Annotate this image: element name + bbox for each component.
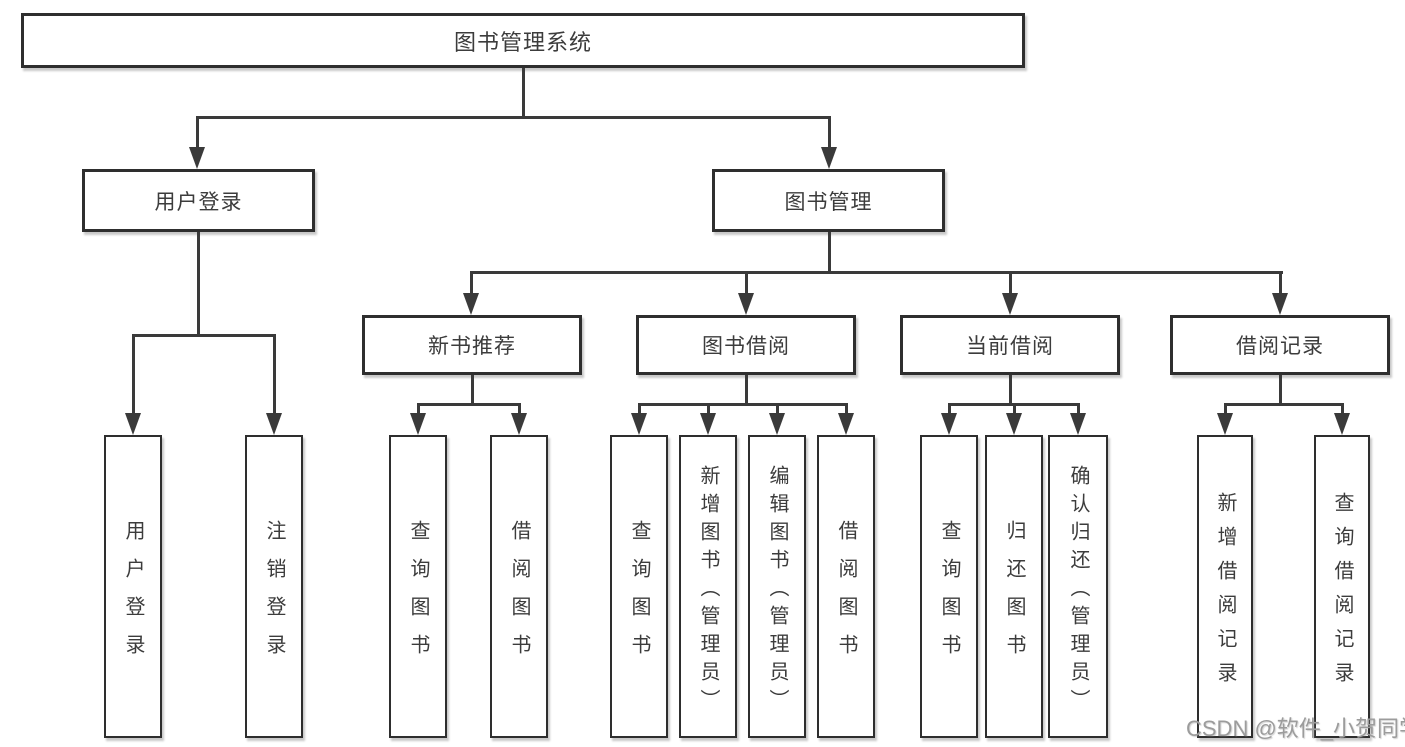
leaf-edit-books-admin: 编辑图书（管理员） bbox=[748, 435, 806, 738]
leaf-add-books-admin: 新增图书（管理员） bbox=[679, 435, 737, 738]
connector-vline bbox=[131, 334, 135, 415]
node-current-borrowing: 当前借阅 bbox=[900, 315, 1120, 375]
arrowhead-icon bbox=[189, 147, 205, 169]
node-label: 图书借阅 bbox=[702, 335, 790, 358]
leaf-label: 查询图书 bbox=[628, 519, 650, 672]
arrowhead-icon bbox=[1070, 413, 1086, 435]
connector-vline bbox=[521, 68, 525, 118]
connector-vline bbox=[706, 403, 710, 415]
connector-vline bbox=[1012, 403, 1016, 415]
arrowhead-icon bbox=[125, 413, 141, 435]
arrowhead-icon bbox=[1002, 293, 1018, 315]
node-label: 借阅记录 bbox=[1236, 335, 1324, 358]
leaf-label: 注销登录 bbox=[263, 519, 285, 672]
connector-vline bbox=[744, 375, 748, 406]
leaf-query-books-current: 查询图书 bbox=[920, 435, 978, 738]
connector-vline bbox=[1278, 271, 1282, 295]
leaf-return-books: 归还图书 bbox=[985, 435, 1043, 738]
leaf-confirm-return-admin: 确认归还（管理员） bbox=[1048, 435, 1108, 738]
arrowhead-icon bbox=[738, 293, 754, 315]
leaf-query-books-recommend: 查询图书 bbox=[389, 435, 447, 738]
connector-vline bbox=[1278, 375, 1282, 406]
arrowhead-icon bbox=[463, 293, 479, 315]
connector-vline bbox=[844, 403, 848, 415]
leaf-label: 查询图书 bbox=[407, 519, 429, 672]
node-label: 图书管理 bbox=[784, 190, 873, 214]
leaf-query-borrow-record: 查询借阅记录 bbox=[1314, 435, 1370, 738]
arrowhead-icon bbox=[941, 413, 957, 435]
connector-vline bbox=[416, 403, 420, 415]
arrowhead-icon bbox=[1272, 293, 1288, 315]
leaf-label: 新增图书（管理员） bbox=[697, 464, 719, 717]
connector-vline bbox=[1076, 403, 1080, 415]
connector-vline bbox=[272, 334, 276, 415]
connector-vline bbox=[1008, 271, 1012, 295]
arrowhead-icon bbox=[1334, 413, 1350, 435]
connector-vline bbox=[195, 116, 199, 149]
connector-vline bbox=[947, 403, 951, 415]
connector-vline bbox=[1008, 375, 1012, 406]
node-borrowing-records: 借阅记录 bbox=[1170, 315, 1390, 375]
connector-vline bbox=[469, 271, 473, 295]
connector-hline bbox=[637, 403, 848, 406]
node-library-management-system: 图书管理系统 bbox=[21, 13, 1025, 68]
leaf-label: 编辑图书（管理员） bbox=[766, 464, 788, 717]
node-book-borrowing: 图书借阅 bbox=[636, 315, 856, 375]
connector-vline bbox=[827, 232, 831, 274]
connector-hline bbox=[131, 334, 276, 337]
node-label: 图书管理系统 bbox=[453, 29, 592, 55]
leaf-logout-login: 注销登录 bbox=[245, 435, 303, 738]
leaf-borrow-books-recommend: 借阅图书 bbox=[490, 435, 548, 738]
leaf-query-books-borrowing: 查询图书 bbox=[610, 435, 668, 738]
arrowhead-icon bbox=[838, 413, 854, 435]
node-label: 当前借阅 bbox=[966, 335, 1054, 358]
arrowhead-icon bbox=[410, 413, 426, 435]
node-user-login: 用户登录 bbox=[82, 169, 315, 232]
connector-vline bbox=[196, 232, 200, 336]
connector-vline bbox=[1223, 403, 1227, 415]
leaf-label: 借阅图书 bbox=[835, 519, 857, 672]
connector-vline bbox=[637, 403, 641, 415]
leaf-label: 确认归还（管理员） bbox=[1067, 464, 1089, 717]
node-book-management: 图书管理 bbox=[712, 169, 945, 232]
connector-vline bbox=[827, 116, 831, 149]
connector-vline bbox=[775, 403, 779, 415]
leaf-label: 查询借阅记录 bbox=[1331, 491, 1353, 696]
arrowhead-icon bbox=[1006, 413, 1022, 435]
connector-hline bbox=[469, 271, 1283, 274]
leaf-label: 用户登录 bbox=[122, 519, 144, 672]
connector-vline bbox=[744, 271, 748, 295]
node-label: 新书推荐 bbox=[428, 335, 516, 358]
connector-hline bbox=[1223, 403, 1344, 406]
arrowhead-icon bbox=[266, 413, 282, 435]
leaf-add-borrow-record: 新增借阅记录 bbox=[1197, 435, 1253, 738]
arrowhead-icon bbox=[511, 413, 527, 435]
connector-vline bbox=[517, 403, 521, 415]
node-label: 用户登录 bbox=[154, 190, 243, 214]
leaf-user-login: 用户登录 bbox=[104, 435, 162, 738]
arrowhead-icon bbox=[769, 413, 785, 435]
leaf-label: 归还图书 bbox=[1003, 519, 1025, 672]
arrowhead-icon bbox=[631, 413, 647, 435]
connector-vline bbox=[1340, 403, 1344, 415]
node-new-book-recommend: 新书推荐 bbox=[362, 315, 582, 375]
connector-hline bbox=[195, 116, 831, 119]
connector-vline bbox=[470, 375, 474, 406]
leaf-borrow-books-borrowing: 借阅图书 bbox=[817, 435, 875, 738]
connector-hline bbox=[416, 403, 521, 406]
watermark: CSDN @软件_小贺同学 bbox=[1186, 716, 1405, 741]
leaf-label: 新增借阅记录 bbox=[1214, 491, 1236, 696]
arrowhead-icon bbox=[700, 413, 716, 435]
arrowhead-icon bbox=[821, 147, 837, 169]
leaf-label: 查询图书 bbox=[938, 519, 960, 672]
leaf-label: 借阅图书 bbox=[508, 519, 530, 672]
arrowhead-icon bbox=[1217, 413, 1233, 435]
